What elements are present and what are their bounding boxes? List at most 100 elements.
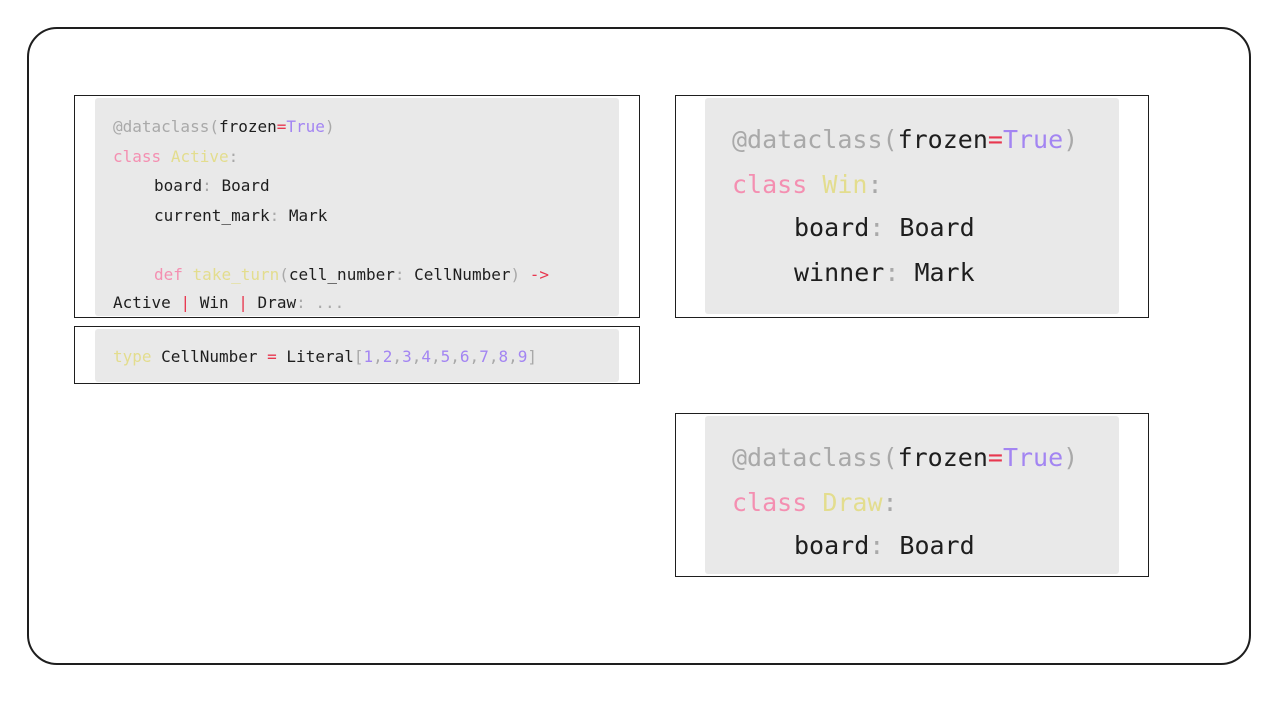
punct: , <box>450 347 460 366</box>
literal-number: 3 <box>402 347 412 366</box>
punct: ) <box>1063 443 1079 472</box>
cellnumber-type-frame: type CellNumber = Literal[1,2,3,4,5,6,7,… <box>74 326 640 384</box>
punct: , <box>488 347 499 366</box>
return-type: Draw <box>257 293 297 312</box>
keyword: class <box>113 147 162 166</box>
punct: ( <box>882 125 898 154</box>
operator: = <box>276 117 287 136</box>
literal-number: 4 <box>421 347 431 366</box>
punct: ( <box>209 117 219 136</box>
class-name: Draw <box>822 488 883 517</box>
keyword: class <box>732 170 808 199</box>
keyword: def <box>154 265 183 284</box>
punct: : <box>269 206 280 225</box>
active-class-frame: @dataclass(frozen=True) class Active: bo… <box>74 95 640 318</box>
decorator: @dataclass <box>732 443 883 472</box>
field-type: Mark <box>288 206 328 225</box>
punct: , <box>430 347 441 366</box>
constant: True <box>1002 125 1064 154</box>
ellipsis: : ... <box>296 293 345 312</box>
param-name: frozen <box>897 125 988 154</box>
field-name: board <box>794 531 870 560</box>
param-name: frozen <box>897 443 988 472</box>
punct: : <box>884 258 900 287</box>
punct: [ <box>353 347 364 366</box>
return-type: Win <box>199 293 229 312</box>
draw-field-board: board: Board <box>794 531 975 561</box>
alias-name: CellNumber <box>161 347 258 366</box>
punct: : <box>869 531 885 560</box>
arg-name: cell_number <box>288 265 395 284</box>
active-class-code: @dataclass(frozen=True) class Active: bo… <box>95 98 619 316</box>
param-name: frozen <box>218 117 277 136</box>
punct: ] <box>527 347 538 366</box>
punct: : <box>869 213 885 242</box>
active-class-line: class Active: <box>113 147 238 167</box>
win-field-winner: winner: Mark <box>794 258 975 288</box>
union-pipe: | <box>180 293 191 312</box>
literal-number: 1 <box>363 347 374 366</box>
field-type: Board <box>221 176 270 195</box>
draw-decorator-line: @dataclass(frozen=True) <box>732 443 1078 473</box>
field-name: board <box>154 176 203 195</box>
active-field-board: board: Board <box>154 176 270 196</box>
punct: ) <box>510 265 521 284</box>
decorator: @dataclass <box>113 117 210 136</box>
active-decorator-line: @dataclass(frozen=True) <box>113 117 335 137</box>
decorator: @dataclass <box>732 125 883 154</box>
punct: ) <box>324 117 335 136</box>
literal-number: 5 <box>440 347 451 366</box>
punct: ( <box>279 265 289 284</box>
literal-number: 9 <box>517 347 528 366</box>
return-type: Active <box>113 293 171 312</box>
field-type: Board <box>899 531 975 560</box>
punct: ( <box>882 443 898 472</box>
arg-type: CellNumber <box>414 265 511 284</box>
class-name: Active <box>170 147 229 166</box>
punct: : <box>867 170 883 199</box>
operator: = <box>987 125 1003 154</box>
win-class-code: @dataclass(frozen=True) class Win: board… <box>705 98 1119 314</box>
field-type: Board <box>899 213 975 242</box>
active-return-type-line: Active | Win | Draw: ... <box>113 293 344 313</box>
cellnumber-type-line: type CellNumber = Literal[1,2,3,4,5,6,7,… <box>113 347 537 367</box>
return-arrow: -> <box>529 265 550 284</box>
punct: ) <box>1063 125 1079 154</box>
win-field-board: board: Board <box>794 213 975 243</box>
union-pipe: | <box>238 293 248 312</box>
literal-number: 8 <box>498 347 509 366</box>
keyword: class <box>732 488 808 517</box>
literal-name: Literal <box>286 347 354 366</box>
win-decorator-line: @dataclass(frozen=True) <box>732 125 1078 155</box>
punct: : <box>202 176 212 195</box>
field-type: Mark <box>914 258 975 287</box>
keyword: type <box>113 347 152 366</box>
operator: = <box>987 443 1003 472</box>
operator: = <box>267 347 277 366</box>
literal-number: 6 <box>459 347 470 366</box>
win-class-frame: @dataclass(frozen=True) class Win: board… <box>675 95 1149 318</box>
field-name: board <box>794 213 870 242</box>
literal-values: 1,2,3,4,5,6,7,8,9 <box>364 347 528 366</box>
punct: , <box>411 347 422 366</box>
draw-class-code: @dataclass(frozen=True) class Draw: boar… <box>705 416 1119 574</box>
win-class-line: class Win: <box>732 170 883 200</box>
punct: , <box>508 347 518 366</box>
field-name: winner <box>794 258 885 287</box>
punct: , <box>392 347 403 366</box>
punct: : <box>882 488 898 517</box>
active-field-current-mark: current_mark: Mark <box>154 206 327 226</box>
draw-class-line: class Draw: <box>732 488 898 518</box>
constant: True <box>1002 443 1064 472</box>
field-name: current_mark <box>154 206 270 225</box>
method-name: take_turn <box>192 265 280 284</box>
punct: , <box>373 347 383 366</box>
punct: : <box>228 147 239 166</box>
literal-number: 2 <box>382 347 393 366</box>
class-name: Win <box>822 170 868 199</box>
punct: : <box>394 265 405 284</box>
active-method-def-line: def take_turn(cell_number: CellNumber) -… <box>154 265 549 285</box>
constant: True <box>286 117 325 136</box>
punct: , <box>469 347 480 366</box>
draw-class-frame: @dataclass(frozen=True) class Draw: boar… <box>675 413 1149 577</box>
